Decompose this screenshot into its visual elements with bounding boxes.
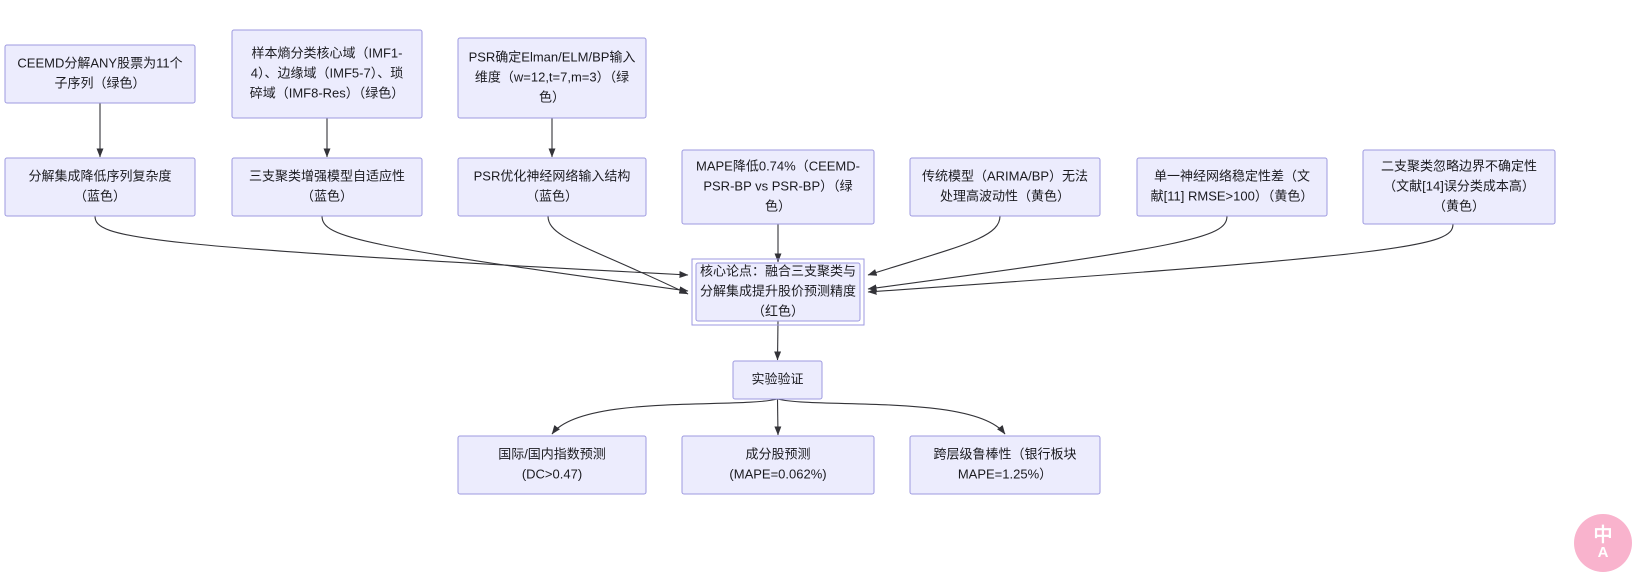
edge-experiment-to-constituent — [774, 398, 782, 436]
constituent-stock-forecast-node-box — [681, 435, 875, 495]
cross-level-robustness-node[interactable]: 跨层级鲁棒性（银行板块 MAPE=1.25%） — [909, 435, 1101, 495]
sample-entropy-node-label-line-1: 样本熵分类核心域（IMF1- — [252, 45, 403, 60]
index-forecast-node-label-line-2: (DC>0.47) — [522, 466, 582, 481]
constituent-stock-forecast-node-label-line-2: (MAPE=0.062%) — [729, 466, 826, 481]
edge-traditional-to-core — [867, 215, 1001, 276]
experiment-validation-node-box — [732, 360, 823, 400]
index-forecast-node-label-line-1: 国际/国内指数预测 — [498, 446, 606, 461]
experiment-validation-node[interactable]: 实验验证 — [732, 360, 823, 400]
single-network-stability-node-box — [1136, 157, 1328, 217]
single-network-stability-node-label-line-2: 献[11] RMSE>100）（黄色） — [1151, 188, 1314, 203]
psr-input-dimension-node-box — [457, 37, 647, 119]
site-watermark: 中 A — [1574, 514, 1632, 572]
edge-adaptive-to-core — [321, 215, 689, 294]
ceemd-decompose-node-label-line-2: 子序列（绿色） — [54, 75, 145, 90]
three-way-clustering-adaptive-node-box — [231, 157, 423, 217]
watermark-line-1: 中 — [1593, 525, 1613, 546]
core-argument-node-box — [695, 262, 861, 322]
psr-optimize-structure-node-label-line-1: PSR优化神经网络输入结构 — [474, 168, 631, 183]
mape-reduction-node-label-line-1: MAPE降低0.74%（CEEMD- — [696, 158, 860, 173]
index-forecast-node-box — [457, 435, 647, 495]
index-forecast-node[interactable]: 国际/国内指数预测 (DC>0.47) — [457, 435, 647, 495]
ceemd-decompose-node-box — [4, 44, 196, 104]
edge-two-way-to-core — [867, 223, 1454, 295]
experiment-validation-node-label-line-1: 实验验证 — [751, 371, 803, 386]
edge-optimize-to-core — [547, 215, 689, 295]
mape-reduction-node-box — [681, 149, 875, 225]
edge-complexity-to-core — [94, 215, 689, 279]
sample-entropy-node-label-line-3: 碎域（IMF8-Res）（绿色） — [250, 85, 405, 100]
core-argument-node-label-line-2: 分解集成提升股价预测精度 — [700, 283, 856, 298]
three-way-clustering-adaptive-node-label-line-1: 三支聚类增强模型自适应性 — [249, 168, 405, 183]
sample-entropy-node-box — [231, 29, 423, 119]
edge-layer — [94, 103, 1454, 436]
psr-input-dimension-node-label-line-2: 维度（w=12,t=7,m=3）（绿 — [475, 69, 629, 84]
cross-level-robustness-node-label-line-1: 跨层级鲁棒性（银行板块 — [933, 446, 1076, 461]
mape-reduction-node-label-line-3: 色） — [765, 198, 791, 213]
ceemd-decompose-node-label-line-1: CEEMD分解ANY股票为11个 — [17, 55, 182, 70]
single-network-stability-node-label-line-1: 单一神经网络稳定性差（文 — [1154, 168, 1310, 183]
three-way-clustering-adaptive-node-label-line-2: （蓝色） — [301, 188, 353, 203]
psr-input-dimension-node-label-line-1: PSR确定Elman/ELM/BP输入 — [469, 49, 636, 64]
sample-entropy-node-label-line-2: 4）、边缘域（IMF5-7）、琐 — [251, 65, 403, 80]
core-argument-node-label-line-1: 核心论点：融合三支聚类与 — [700, 263, 856, 278]
two-way-clustering-boundary-node-label-line-3: （黄色） — [1433, 198, 1485, 213]
cross-level-robustness-node-label-line-2: MAPE=1.25%） — [958, 466, 1052, 481]
single-network-stability-node[interactable]: 单一神经网络稳定性差（文献[11] RMSE>100）（黄色） — [1136, 157, 1328, 217]
traditional-model-limitation-node-box — [909, 157, 1101, 217]
edge-experiment-to-robust — [777, 398, 1006, 435]
decomposition-complexity-node-label-line-2: （蓝色） — [74, 188, 126, 203]
two-way-clustering-boundary-node-label-line-1: 二支聚类忽略边界不确定性 — [1381, 158, 1537, 173]
decomposition-complexity-node-box — [4, 157, 196, 217]
edge-single-nn-to-core — [867, 215, 1228, 292]
core-argument-node-label-line-3: （红色） — [752, 303, 804, 318]
traditional-model-limitation-node-label-line-2: 处理高波动性（黄色） — [940, 188, 1070, 203]
psr-optimize-structure-node[interactable]: PSR优化神经网络输入结构 （蓝色） — [457, 157, 647, 217]
mape-reduction-node[interactable]: MAPE降低0.74%（CEEMD- PSR-BP vs PSR-BP）（绿色） — [681, 149, 875, 225]
decomposition-complexity-node[interactable]: 分解集成降低序列复杂度 （蓝色） — [4, 157, 196, 217]
cross-level-robustness-node-box — [909, 435, 1101, 495]
core-argument-node-outer-border — [691, 258, 865, 326]
mape-reduction-node-label-line-2: PSR-BP vs PSR-BP）（绿 — [703, 178, 852, 193]
edge-experiment-to-index — [551, 398, 778, 435]
traditional-model-limitation-node-label-line-1: 传统模型（ARIMA/BP）无法 — [922, 168, 1088, 183]
two-way-clustering-boundary-node-box — [1362, 149, 1556, 225]
decomposition-complexity-node-label-line-1: 分解集成降低序列复杂度 — [28, 168, 171, 183]
watermark-line-2: A — [1597, 544, 1609, 561]
constituent-stock-forecast-node[interactable]: 成分股预测 (MAPE=0.062%) — [681, 435, 875, 495]
psr-optimize-structure-node-label-line-2: （蓝色） — [526, 188, 578, 203]
psr-input-dimension-node-label-line-3: 色） — [539, 89, 565, 104]
psr-optimize-structure-node-box — [457, 157, 647, 217]
two-way-clustering-boundary-node-label-line-2: （文献[14]误分类成本高） — [1383, 178, 1535, 193]
edge-core-to-experiment — [774, 320, 782, 361]
three-way-clustering-adaptive-node[interactable]: 三支聚类增强模型自适应性 （蓝色） — [231, 157, 423, 217]
watermark-glyph: 中 A — [1593, 526, 1612, 560]
constituent-stock-forecast-node-label-line-1: 成分股预测 — [745, 446, 810, 461]
two-way-clustering-boundary-node[interactable]: 二支聚类忽略边界不确定性 （文献[14]误分类成本高） （黄色） — [1362, 149, 1556, 225]
sample-entropy-node[interactable]: 样本熵分类核心域（IMF1- 4）、边缘域（IMF5-7）、琐碎域（IMF8-Re… — [231, 29, 423, 119]
